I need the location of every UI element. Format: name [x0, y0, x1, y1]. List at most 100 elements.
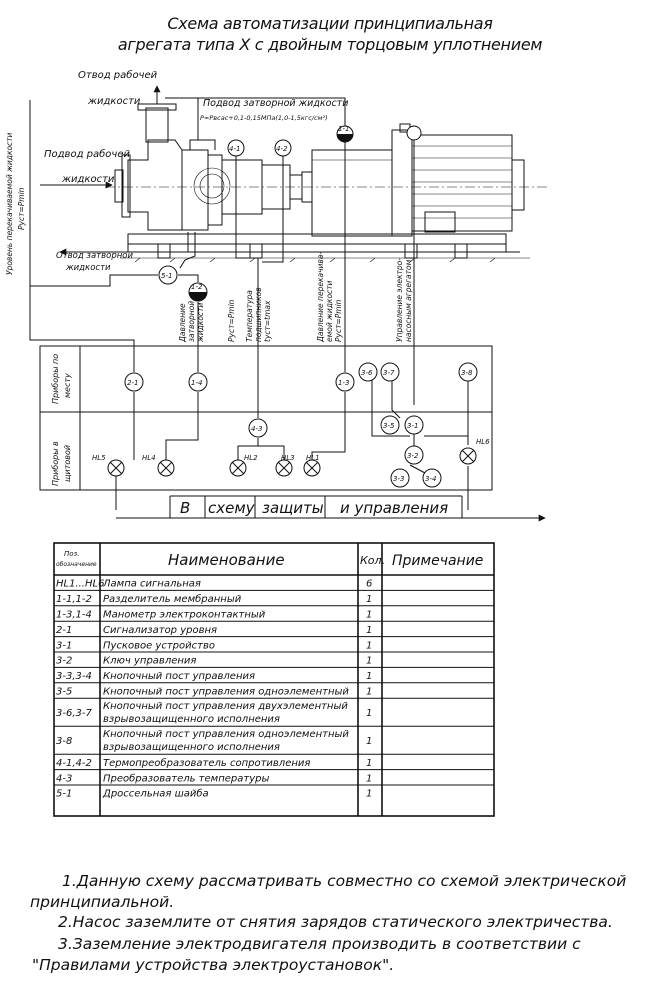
- diagram-title-line2: агрегата типа Х с двойным торцовым уплот…: [117, 35, 543, 54]
- pump-unit-drawing: [105, 103, 550, 263]
- table-cell-qty: 1: [366, 789, 372, 800]
- table-cell-qty: 1: [366, 687, 372, 698]
- barrier-out-label-1: Отвод затворной: [56, 251, 133, 261]
- svg-text:емой жидкости: емой жидкости: [325, 280, 334, 342]
- svg-text:Давление: Давление: [178, 303, 187, 343]
- instrument-1-3: [335, 372, 355, 392]
- lamp-hl6: HL6: [459, 438, 490, 465]
- instrument-3-4: [422, 468, 442, 488]
- lamp-hl1: HL1: [303, 454, 321, 477]
- measure-labels: Давление затворной жидкости Руст=Pmin Те…: [178, 252, 413, 343]
- svg-text:Примечание: Примечание: [392, 553, 483, 569]
- svg-text:3-6: 3-6: [361, 369, 373, 377]
- svg-text:2-1: 2-1: [127, 379, 138, 387]
- instrument-3-6: [358, 362, 378, 382]
- table-cell-qty: 1: [366, 736, 372, 747]
- table-cell-name: Кнопочный пост управления одноэлементный: [103, 729, 349, 740]
- table-cell-qty: 1: [366, 773, 372, 784]
- svg-text:Наименование: Наименование: [168, 551, 285, 569]
- table-cell-name: взрывозащищенного исполнения: [103, 714, 280, 725]
- svg-text:Руст=Pmin: Руст=Pmin: [334, 299, 343, 342]
- svg-text:1-2: 1-2: [191, 283, 203, 291]
- svg-text:5-1: 5-1: [161, 272, 172, 280]
- outlet-label-2: жидкости: [87, 96, 141, 107]
- table-cell-pos: 3-8: [56, 736, 72, 747]
- lamp-hl5: HL5: [92, 454, 125, 477]
- svg-text:HL5: HL5: [92, 454, 106, 462]
- instrument-3-7: [380, 362, 400, 382]
- svg-text:Руст=Pmin: Руст=Pmin: [227, 299, 236, 342]
- svg-text:жидкости: жидкости: [196, 303, 205, 343]
- row-panel-1: Приборы в: [51, 441, 60, 486]
- note-1-line-2: принципиальной.: [30, 893, 174, 911]
- level-label-1: Уровень перекачиваемой жидкости: [5, 132, 14, 275]
- svg-text:3-3: 3-3: [393, 475, 404, 483]
- panel-row-devices: 4-3 3-5 3-1 3-2 3-3 3-4: [248, 415, 442, 488]
- svg-text:1-4: 1-4: [191, 379, 202, 387]
- table-cell-pos: 1-1,1-2: [56, 594, 92, 605]
- svg-text:1-3: 1-3: [338, 379, 349, 387]
- table-cell-name: Кнопочный пост управления: [103, 671, 255, 682]
- note-1-line-1: 1.Данную схему рассматривать совместно с…: [62, 872, 626, 890]
- svg-text:защиты: защиты: [262, 499, 324, 517]
- table-row: 4-1,4-2 Термопреобразователь сопротивлени…: [54, 757, 494, 771]
- svg-text:HL6: HL6: [476, 438, 490, 446]
- table-cell-name: Ключ управления: [103, 656, 196, 667]
- svg-text:3-1: 3-1: [407, 422, 418, 430]
- svg-text:обозначение: обозначение: [56, 561, 97, 568]
- level-label-2: Руст=Pmin: [17, 187, 26, 230]
- table-cell-qty: 6: [366, 579, 372, 590]
- process-lines: [29, 85, 346, 287]
- instrument-3-2: [404, 445, 424, 465]
- svg-text:Кол.: Кол.: [360, 554, 385, 567]
- row-field-2: месту: [63, 373, 72, 398]
- table-row: 3-8 Кнопочный пост управления одноэлемент…: [54, 729, 494, 755]
- note-3-line-1: 3.Заземление электродвигателя производит…: [58, 935, 581, 953]
- table-cell-pos: 3-5: [56, 687, 72, 698]
- note-2: 2.Насос заземлите от снятия зарядов стат…: [58, 913, 613, 931]
- table-cell-name: взрывозащищенного исполнения: [103, 742, 280, 753]
- svg-text:4-2: 4-2: [276, 145, 288, 153]
- svg-text:HL2: HL2: [244, 454, 258, 462]
- svg-text:3-5: 3-5: [383, 422, 395, 430]
- svg-text:3-8: 3-8: [461, 369, 473, 377]
- table-cell-pos: 5-1: [56, 789, 72, 800]
- table-cell-qty: 1: [366, 708, 372, 719]
- svg-text:tуст=tmax: tуст=tmax: [263, 300, 272, 342]
- row-field-1: Приборы по: [51, 354, 60, 404]
- signal-lamps: HL5 HL4 HL2 HL3 HL1 HL6: [92, 438, 490, 477]
- inlet-label-2: жидкости: [61, 174, 115, 185]
- table-cell-name: Термопреобразователь сопротивления: [103, 757, 310, 769]
- table-cell-name: Дроссельная шайба: [102, 788, 209, 800]
- svg-text:В: В: [180, 499, 190, 517]
- table-row: 5-1 Дроссельная шайба 1: [56, 788, 372, 800]
- table-cell-qty: 1: [366, 610, 372, 621]
- motor-terminal-instrument: [406, 125, 422, 141]
- table-cell-qty: 1: [366, 640, 372, 651]
- lamp-hl2: HL2: [229, 454, 258, 477]
- svg-text:3-2: 3-2: [407, 452, 419, 460]
- specification-table: Поз. обозначение Наименование Кол. Приме…: [53, 542, 495, 817]
- svg-text:4-3: 4-3: [251, 425, 262, 433]
- table-cell-name: Сигнализатор уровня: [103, 625, 217, 636]
- table-cell-pos: 4-1,4-2: [56, 758, 92, 769]
- svg-text:3-7: 3-7: [383, 369, 395, 377]
- outlet-label-1: Отвод рабочей: [78, 69, 158, 81]
- table-row: 3-5 Кнопочный пост управления одноэлемент…: [54, 687, 494, 699]
- table-cell-qty: 1: [366, 625, 372, 636]
- instrument-3-1: [404, 415, 424, 435]
- barrier-in-label: Подвод затворной жидкости: [203, 98, 348, 109]
- svg-text:HL4: HL4: [142, 454, 156, 462]
- table-cell-name: Кнопочный пост управления одноэлементный: [103, 687, 349, 698]
- note-3-line-2: "Правилами устройства электроустановок".: [32, 956, 394, 974]
- table-cell-qty: 1: [366, 594, 372, 605]
- svg-text:HL3: HL3: [281, 454, 295, 462]
- table-cell-pos: 3-1: [56, 640, 72, 651]
- barrier-out-label-2: жидкости: [65, 263, 111, 273]
